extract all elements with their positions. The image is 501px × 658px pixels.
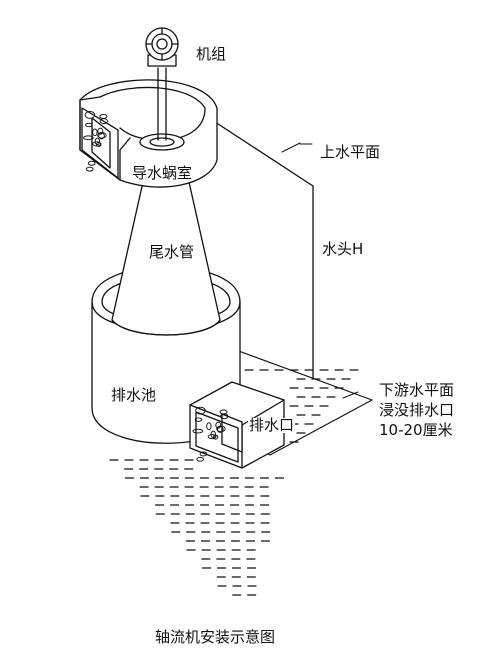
draft-tube-label: 尾水管: [148, 243, 196, 261]
lower-water-surface: [109, 349, 373, 596]
depth-label: 10-20厘米: [379, 421, 453, 439]
pool-label: 排水池: [110, 386, 158, 404]
head-lines: [211, 119, 314, 379]
outlet-box: [189, 381, 285, 469]
turbine-unit: [139, 27, 185, 151]
upper-water-label: 上水平面: [320, 143, 381, 161]
volute-label: 导水蜗室: [131, 164, 194, 182]
submerge-label: 浸没排水口: [379, 401, 455, 419]
diagram-caption: 轴流机安装示意图: [155, 628, 276, 646]
unit-label: 机组: [196, 45, 227, 63]
volute-housing: [79, 79, 218, 188]
lower-water-label: 下游水平面: [379, 381, 455, 399]
outlet-label: 排水口: [248, 416, 296, 434]
head-label: 水头H: [322, 240, 364, 258]
